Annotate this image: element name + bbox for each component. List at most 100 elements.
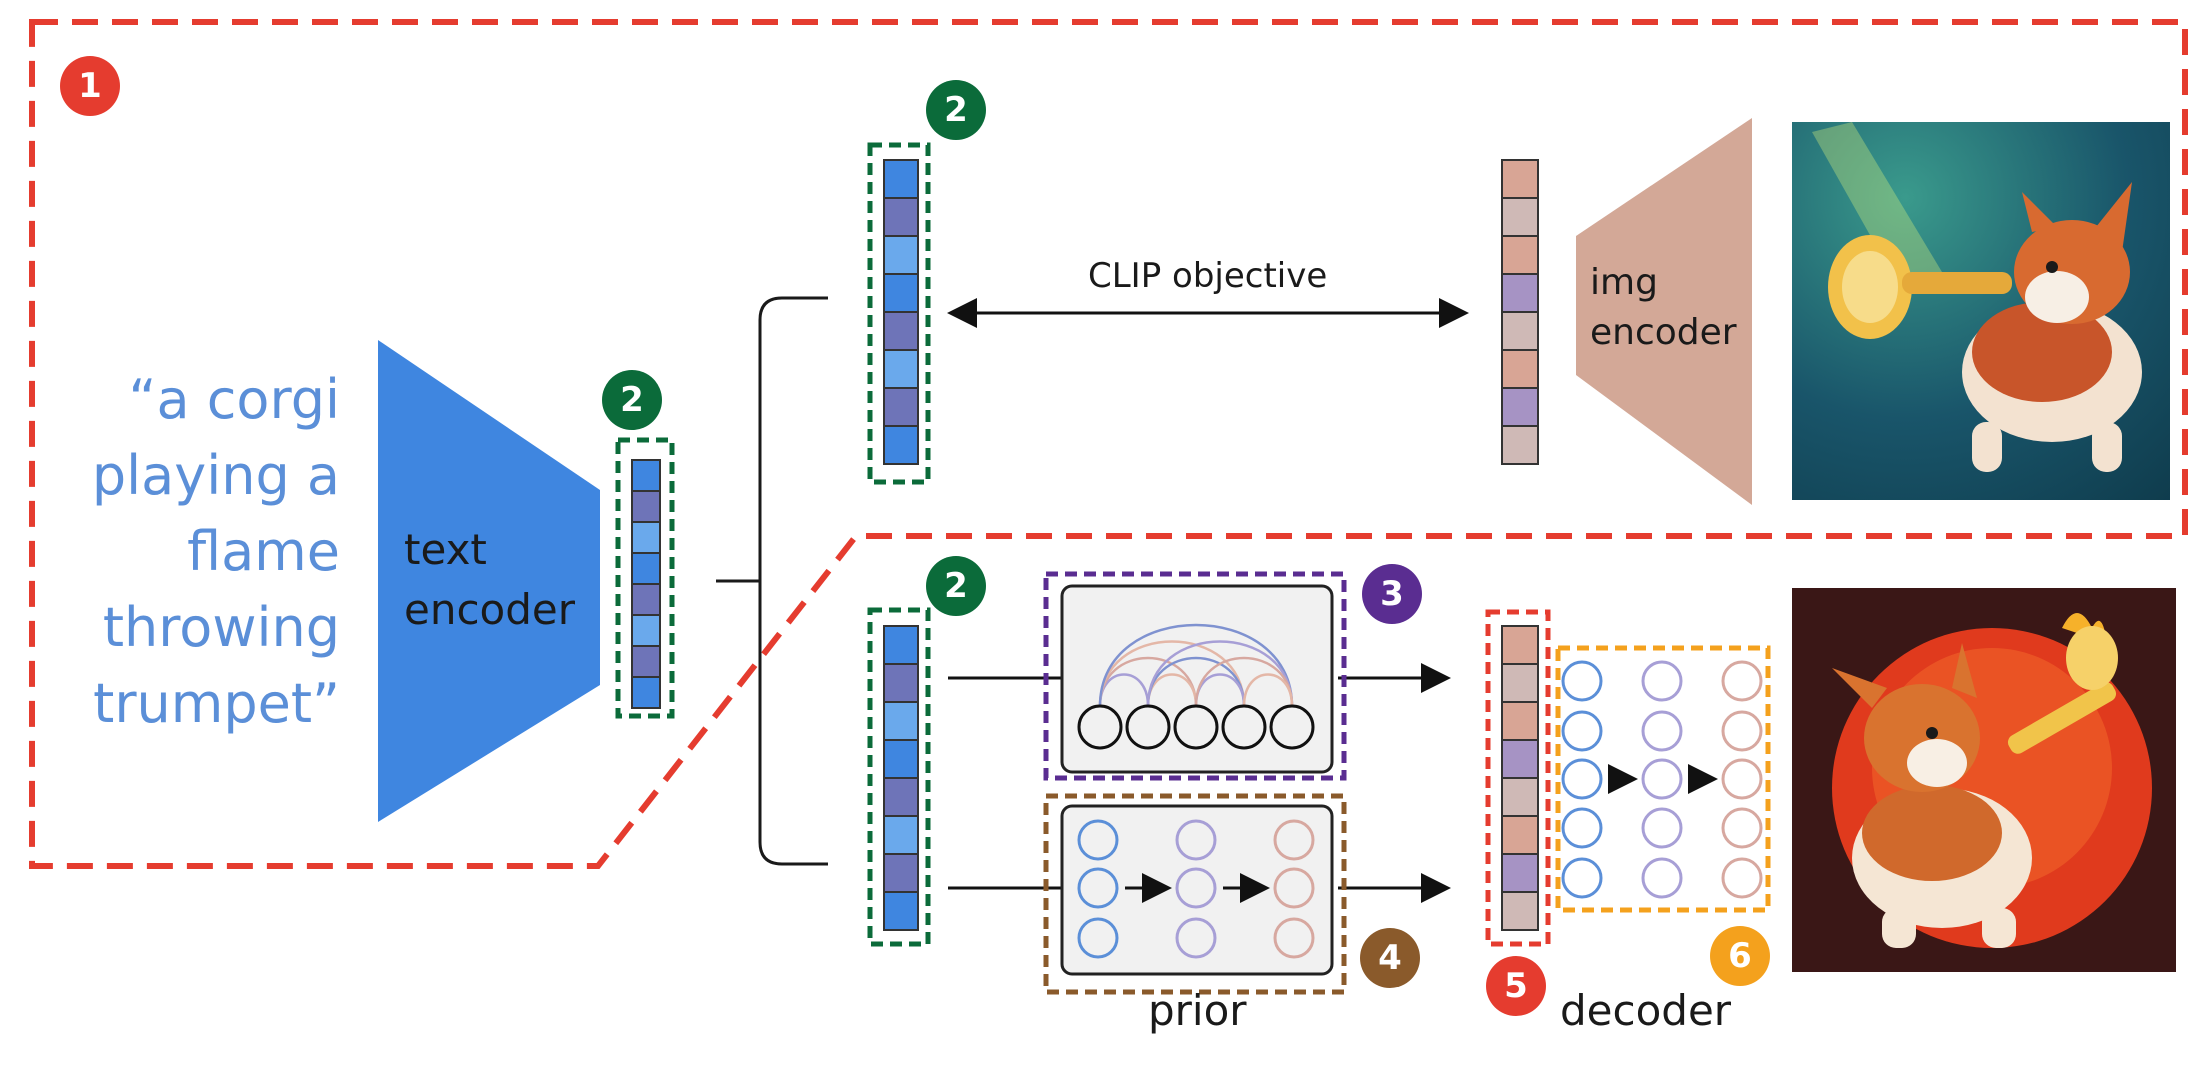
embedding-cell	[1501, 777, 1539, 817]
region-1-outline	[29, 19, 2188, 869]
network-node	[1641, 857, 1683, 899]
network-node	[1641, 660, 1683, 702]
embedding-cell	[631, 490, 661, 523]
region-3-box	[1043, 571, 1347, 781]
prior-token-node	[1173, 704, 1219, 750]
embedding-cell	[1501, 273, 1539, 313]
embedding-cell	[1501, 891, 1539, 931]
region-2-box-top	[867, 142, 931, 485]
caption-line: trumpet”	[93, 672, 340, 735]
network-node	[1175, 917, 1217, 959]
embedding-cell	[883, 311, 919, 351]
text-encoder-label-line: text	[404, 525, 487, 574]
clip-objective-label: CLIP objective	[1088, 256, 1328, 296]
network-node	[1077, 867, 1119, 909]
badge-4: 4	[1360, 928, 1420, 988]
region-2-box-small	[615, 437, 675, 719]
badge-3: 3	[1362, 564, 1422, 624]
network-node	[1721, 857, 1763, 899]
network-node	[1561, 660, 1603, 702]
network-node	[1561, 758, 1603, 800]
bracket	[716, 296, 828, 866]
embedding-cell	[883, 777, 919, 817]
corgi-trombone-illustration	[1832, 613, 2152, 948]
embedding-cell	[883, 273, 919, 313]
embedding-cell	[883, 739, 919, 779]
embedding-cell	[883, 349, 919, 389]
network-node	[1273, 917, 1315, 959]
embedding-cell	[1501, 387, 1539, 427]
prior-diffusion-nodes	[1077, 819, 1315, 959]
network-node	[1641, 710, 1683, 752]
decoder-label: decoder	[1560, 986, 1732, 1035]
embedding-cell	[883, 815, 919, 855]
caption-line: playing a	[91, 444, 340, 507]
network-node	[1641, 807, 1683, 849]
badge-2-top: 2	[926, 80, 986, 140]
embedding-cell	[631, 645, 661, 678]
corgi-trumpet-image	[1792, 122, 2170, 500]
prior-token-node	[1125, 704, 1171, 750]
network-node	[1561, 857, 1603, 899]
embedding-cell	[883, 891, 919, 931]
network-node	[1175, 819, 1217, 861]
image-embedding-decoder	[1501, 625, 1539, 931]
network-node	[1561, 807, 1603, 849]
embedding-cell	[883, 853, 919, 893]
badge-1: 1	[60, 56, 120, 116]
embedding-cell	[883, 235, 919, 275]
embedding-cell	[631, 459, 661, 492]
embedding-cell	[883, 197, 919, 237]
prior-autoregressive-arcs	[1098, 623, 1294, 707]
network-node	[1721, 807, 1763, 849]
network-node	[1273, 819, 1315, 861]
corgi-trumpet-illustration	[1812, 122, 2142, 472]
embedding-cell	[1501, 815, 1539, 855]
badge-6: 6	[1710, 926, 1770, 986]
network-node	[1641, 758, 1683, 800]
text-embedding-small	[631, 459, 661, 709]
prior-attention-arc	[1242, 673, 1294, 707]
prior-autoregressive-panel	[1060, 584, 1334, 774]
region-6-box	[1555, 645, 1771, 913]
network-node	[1077, 917, 1119, 959]
prior-attention-arc	[1098, 623, 1294, 707]
embedding-cell	[1501, 625, 1539, 665]
badge-2-bottom: 2	[926, 556, 986, 616]
caption-line: flame	[187, 520, 340, 583]
badge-2-small: 2	[602, 370, 662, 430]
text-embedding-bottom	[883, 625, 919, 931]
network-node	[1077, 819, 1119, 861]
image-embedding-top	[1501, 159, 1539, 465]
badge-5: 5	[1486, 956, 1546, 1016]
prior-attention-arc	[1098, 640, 1246, 707]
region-5-box	[1485, 609, 1551, 947]
embedding-cell	[631, 583, 661, 616]
embedding-cell	[631, 552, 661, 585]
embedding-cell	[883, 625, 919, 665]
embedding-cell	[631, 521, 661, 554]
embedding-cell	[631, 676, 661, 709]
embedding-cell	[1501, 159, 1539, 199]
network-node	[1721, 758, 1763, 800]
caption-line: “a corgi	[128, 368, 341, 431]
decoder-network-nodes	[1561, 660, 1763, 899]
prior-token-node	[1269, 704, 1315, 750]
corgi-trombone-image	[1792, 588, 2176, 972]
text-embedding-top	[883, 159, 919, 465]
network-node	[1273, 867, 1315, 909]
embedding-cell	[883, 425, 919, 465]
img-encoder-label-line: encoder	[1590, 312, 1737, 353]
network-node	[1721, 660, 1763, 702]
embedding-cell	[883, 387, 919, 427]
embedding-cell	[883, 663, 919, 703]
embedding-cell	[883, 701, 919, 741]
img-encoder-label-line: img	[1590, 262, 1658, 303]
text-encoder-shape	[378, 340, 600, 822]
prompt-caption: “a corgi playing a flame throwing trumpe…	[72, 362, 340, 742]
embedding-cell	[1501, 701, 1539, 741]
embedding-cell	[1501, 853, 1539, 893]
prior-autoregressive-nodes	[1077, 704, 1315, 750]
